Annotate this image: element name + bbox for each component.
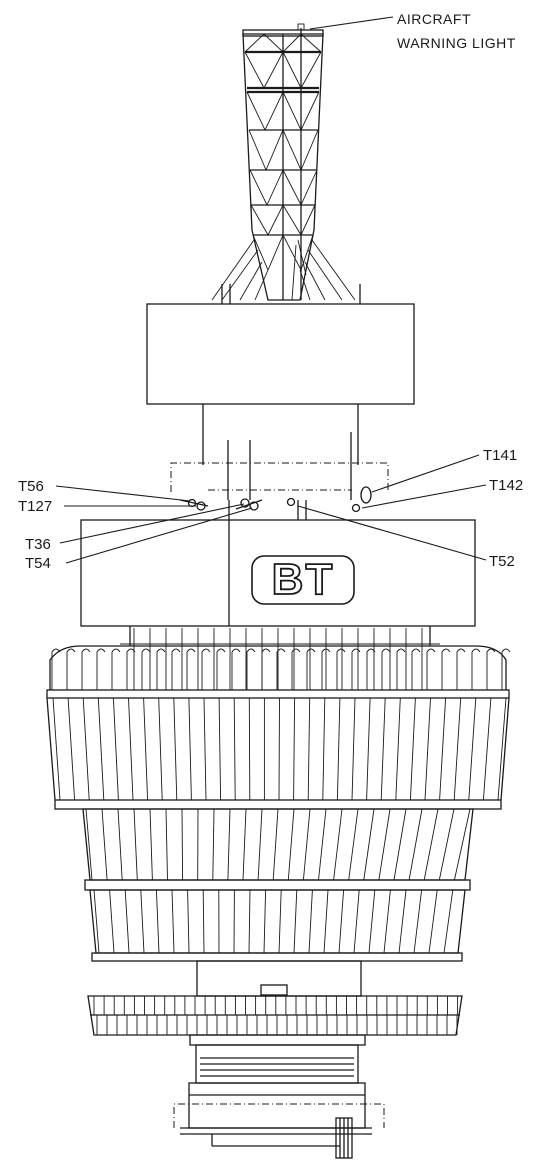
- antenna-posts: [227, 432, 352, 520]
- gear-ring: [87, 995, 463, 1036]
- label-t52: T52: [489, 553, 515, 570]
- antenna-symbol-t36: [235, 498, 263, 511]
- leader-lines: [55, 16, 487, 564]
- label-t142: T142: [489, 477, 523, 494]
- label-warning-light: WARNING LIGHT: [397, 35, 516, 51]
- label-t54: T54: [25, 555, 51, 572]
- drum-neck: [196, 960, 362, 997]
- antenna-symbol-t52: [286, 497, 296, 507]
- bt-logo-cabin: [80, 519, 476, 646]
- label-t56: T56: [18, 478, 44, 495]
- label-t36: T36: [25, 536, 51, 553]
- label-t141: T141: [483, 447, 517, 464]
- antenna-symbol-t141: [351, 486, 372, 513]
- label-aircraft: AIRCRAFT: [397, 11, 471, 27]
- finned-drum: [46, 645, 511, 810]
- callout-labels: AIRCRAFT WARNING LIGHT T141 T142 T56 T12…: [18, 11, 523, 572]
- bt-logo: BT: [251, 554, 355, 605]
- bt-logo-text: BT: [272, 555, 335, 604]
- lattice-mast: [211, 23, 361, 304]
- label-t127: T127: [18, 498, 52, 515]
- rib-columns-upper: [120, 628, 440, 690]
- antenna-symbol-t56: [179, 498, 209, 511]
- upper-equipment-box: [146, 303, 415, 465]
- lower-drum: [82, 808, 474, 962]
- dashed-frame: [170, 462, 389, 492]
- base-section: [173, 1034, 385, 1159]
